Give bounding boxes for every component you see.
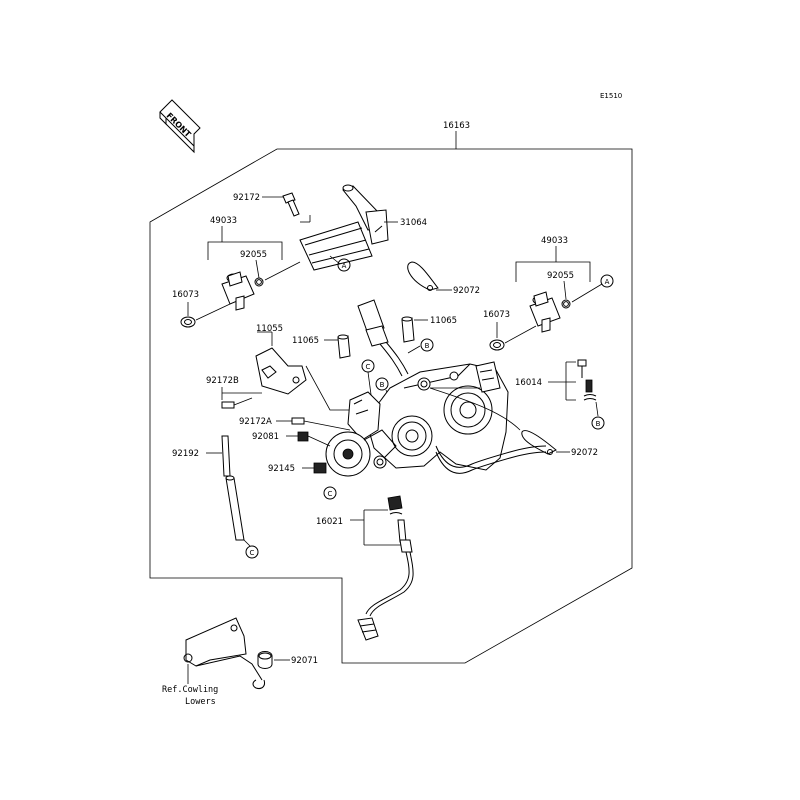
part-92172A: 92172A bbox=[239, 417, 272, 427]
part-92172B: 92172B bbox=[206, 376, 239, 386]
spring-92145 bbox=[313, 462, 327, 474]
screw-92172A bbox=[291, 417, 305, 425]
throttle-body bbox=[325, 361, 547, 477]
svg-text:B: B bbox=[425, 342, 430, 350]
svg-text:C: C bbox=[328, 490, 333, 498]
svg-text:A: A bbox=[605, 278, 610, 286]
part-49033-left: 49033 bbox=[210, 216, 237, 226]
injector-right bbox=[529, 291, 561, 333]
part-16163: 16163 bbox=[443, 121, 470, 131]
clamp-92072-right bbox=[521, 430, 557, 455]
sensor-31064 bbox=[299, 184, 389, 271]
connector-harness bbox=[357, 299, 409, 377]
svg-text:C: C bbox=[250, 549, 255, 557]
part-92071: 92071 bbox=[291, 656, 318, 666]
callout-a-1 bbox=[337, 258, 351, 272]
part-16014: 16014 bbox=[515, 378, 542, 388]
o-ring-92055-right bbox=[561, 299, 571, 309]
clamp-92072-top bbox=[407, 261, 439, 291]
part-92072-top: 92072 bbox=[453, 286, 480, 296]
grommet-92071 bbox=[257, 651, 273, 669]
part-92192: 92192 bbox=[172, 449, 199, 459]
cap-11065-right bbox=[401, 317, 415, 343]
callout-c-2 bbox=[323, 486, 337, 500]
callout-a-2 bbox=[600, 274, 614, 288]
part-92145: 92145 bbox=[268, 464, 295, 474]
callout-c-3 bbox=[245, 545, 259, 559]
callout-b-2 bbox=[375, 377, 389, 391]
part-11065-right: 11065 bbox=[430, 316, 457, 326]
part-31064: 31064 bbox=[400, 218, 427, 228]
part-49033-right: 49033 bbox=[541, 236, 568, 246]
part-92172: 92172 bbox=[233, 193, 260, 203]
part-92055-left: 92055 bbox=[240, 250, 267, 260]
part-11065-left: 11065 bbox=[292, 336, 319, 346]
svg-text:B: B bbox=[380, 381, 385, 389]
part-92081: 92081 bbox=[252, 432, 279, 442]
part-92055-right: 92055 bbox=[547, 271, 574, 281]
front-arrow-icon: FRONT bbox=[159, 99, 201, 154]
screw-92172B bbox=[221, 401, 235, 409]
ref-note-line2: Lowers bbox=[185, 697, 216, 707]
valve-16014 bbox=[577, 359, 597, 401]
grommet-16073-right bbox=[489, 339, 505, 351]
screw-92172 bbox=[282, 192, 300, 217]
svg-text:C: C bbox=[366, 363, 371, 371]
callout-b-3 bbox=[591, 416, 605, 430]
part-16073-right: 16073 bbox=[483, 310, 510, 320]
bracket-11055 bbox=[255, 347, 307, 395]
assembly-outline: 16163 bbox=[149, 121, 633, 664]
svg-text:B: B bbox=[596, 420, 601, 428]
part-16021: 16021 bbox=[316, 517, 343, 527]
injector-left bbox=[221, 271, 255, 311]
svg-text:A: A bbox=[342, 262, 347, 270]
spring-92081 bbox=[297, 431, 309, 442]
o-ring-92055-left bbox=[254, 277, 264, 287]
part-11055: 11055 bbox=[256, 324, 283, 334]
grommet-16073-left bbox=[180, 316, 196, 328]
bracket-cowling-stay bbox=[183, 617, 265, 689]
sensor-16021 bbox=[357, 495, 414, 641]
tube-92192 bbox=[221, 435, 245, 541]
ref-note-line1: Ref.Cowling bbox=[162, 685, 218, 695]
figure-code: E1510 bbox=[600, 92, 622, 100]
part-92072-right: 92072 bbox=[571, 448, 598, 458]
part-16073-left: 16073 bbox=[172, 290, 199, 300]
callout-b-1 bbox=[420, 338, 434, 352]
